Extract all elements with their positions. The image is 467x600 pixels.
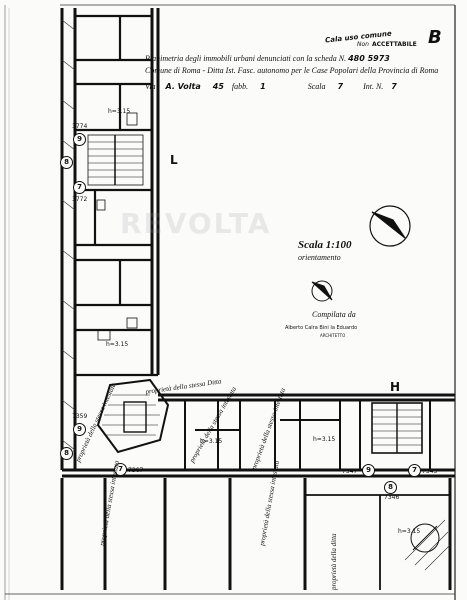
scheda-number: 480 5973	[348, 54, 390, 63]
via-label: Via	[145, 82, 156, 91]
fabb-label: fabb.	[231, 82, 249, 91]
int-value: 7	[391, 82, 397, 91]
int-label: Int. N.	[363, 82, 384, 91]
circle-marker: 8	[60, 447, 73, 460]
height-label-2: h=3.15	[106, 341, 129, 348]
letter-L: L	[170, 153, 178, 167]
id-7367: 7367	[128, 467, 144, 474]
stamp-prefix: Non	[357, 41, 369, 48]
header-text-1: Planimetria degli immobili urbani denunc…	[145, 54, 347, 63]
id-7345: 7345	[422, 468, 438, 475]
height-label-3: h=3.15	[200, 438, 223, 445]
compiled-by-sub: ARCHITETTO	[320, 333, 346, 338]
scala-value: 7	[337, 82, 344, 91]
circle-marker: 8	[60, 156, 73, 169]
id-3772: 3772	[72, 196, 88, 203]
scale-text: Scala 1:100	[298, 239, 352, 251]
circle-marker: 7	[114, 463, 127, 476]
orientation-text: orientamento	[298, 253, 341, 262]
header-line-1: Planimetria degli immobili urbani denunc…	[145, 54, 390, 64]
id-7347: 7347	[342, 468, 358, 475]
header-line-2: Comune di Roma - Ditta Ist. Fasc. autono…	[145, 66, 439, 75]
letter-mark: B	[428, 27, 442, 48]
via-value: A. Volta	[165, 82, 201, 91]
compiled-by-name: Alberto Calra Bini Ia Eduardo	[285, 325, 358, 331]
height-label-1: h=3.15	[108, 108, 131, 115]
id-7346: 7346	[384, 494, 400, 501]
letter-H: H	[390, 380, 401, 394]
height-label-5: h=3.15	[398, 528, 421, 535]
height-label-4: h=3.15	[313, 436, 336, 443]
id-7359: 7359	[72, 413, 88, 420]
circle-marker: 7	[73, 181, 86, 194]
civic-number: 45	[212, 82, 224, 91]
scala-label: Scala	[307, 82, 326, 91]
circle-marker: 9	[362, 464, 375, 477]
circle-marker: 9	[73, 423, 86, 436]
header-line-3: Via A. Volta 45 fabb. 1 Scala 7 Int. N. …	[145, 82, 397, 92]
circle-marker: 7	[408, 464, 421, 477]
id-3774: 3774	[72, 123, 88, 130]
watermark: REVOLTA	[120, 207, 272, 240]
accettabile-stamp: ACCETTABILE	[372, 41, 417, 48]
compiled-by-label: Compilata da	[312, 310, 356, 319]
fabb-value: 1	[260, 82, 266, 91]
property-note: proprietà della ditta	[330, 533, 338, 590]
circle-marker: 9	[73, 133, 86, 146]
circle-marker: 8	[384, 481, 397, 494]
